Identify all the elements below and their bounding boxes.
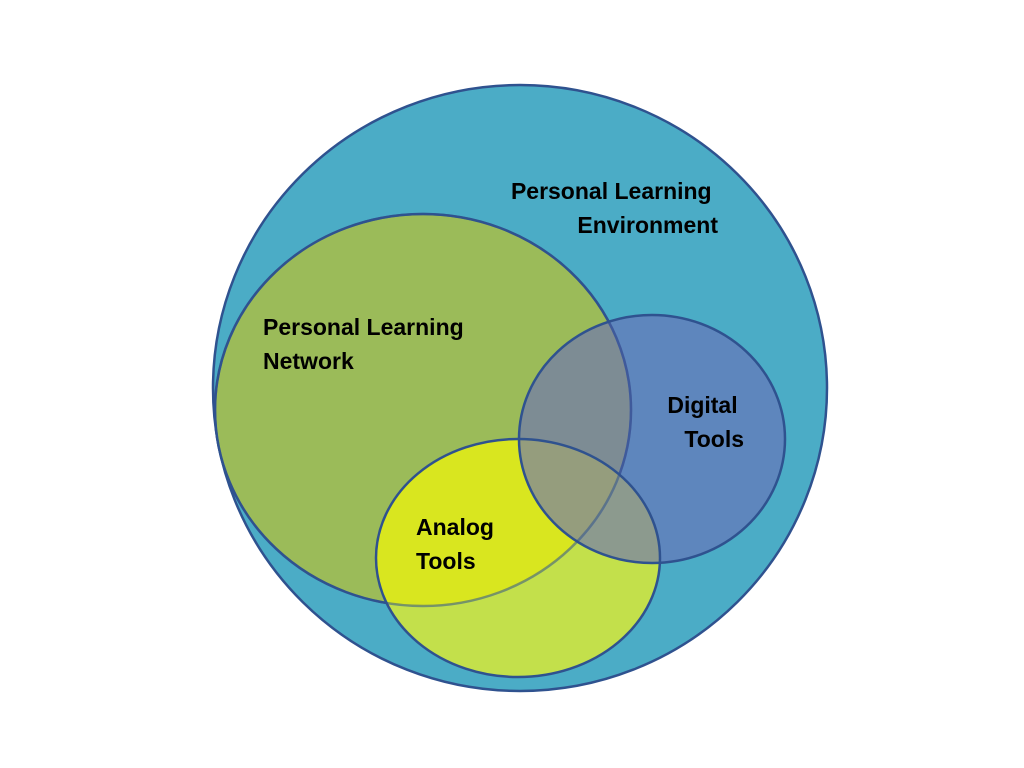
digital-outline — [517, 313, 787, 565]
pln-outline — [213, 212, 633, 608]
ple-label: Personal Learning Environment — [511, 178, 718, 238]
digital-circle — [519, 315, 785, 563]
pln-label: Personal Learning Network — [263, 314, 470, 374]
digital-tools-label: Digital Tools — [667, 392, 744, 452]
analog-tools-label: Analog Tools — [416, 514, 500, 574]
